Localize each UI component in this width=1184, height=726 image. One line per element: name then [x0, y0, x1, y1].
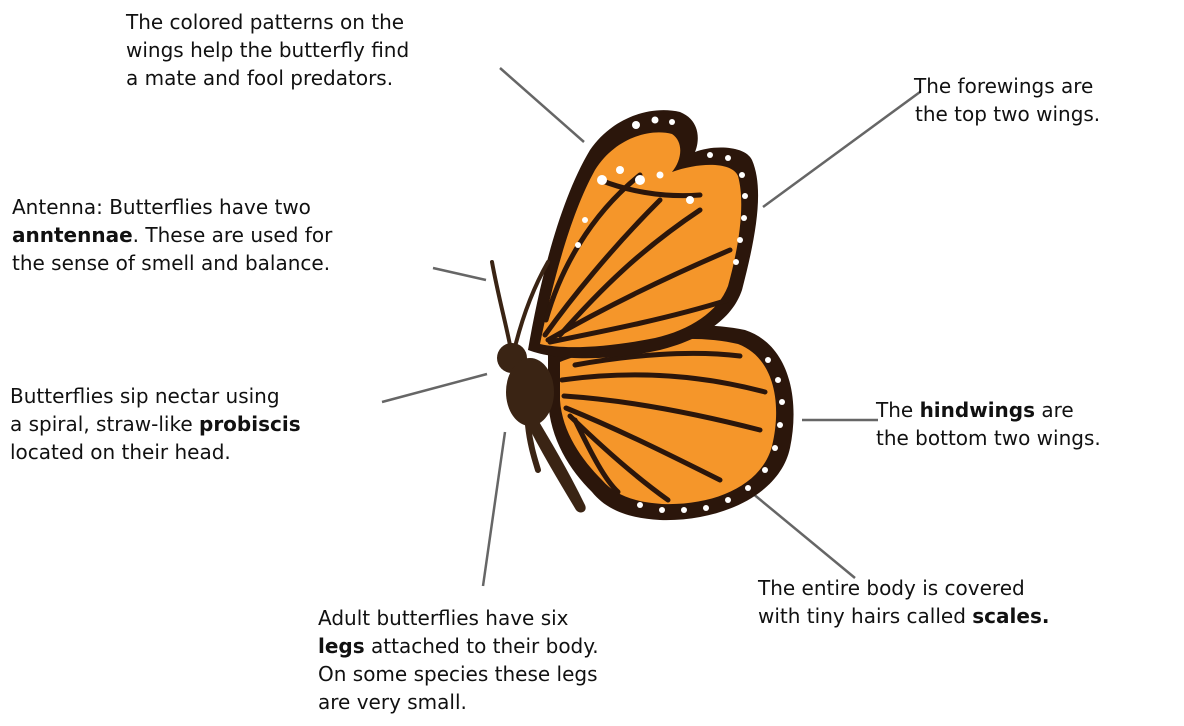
label-text: attached to their body. — [365, 634, 599, 658]
term-antennae: anntennae — [12, 223, 133, 247]
label-antenna: Antenna: Butterflies have two anntennae.… — [12, 193, 332, 277]
label-line: Adult butterflies have six — [318, 604, 599, 632]
label-hindwings: The hindwings are the bottom two wings. — [876, 396, 1101, 452]
label-line: the top two wings. — [914, 100, 1100, 128]
label-line: anntennae. These are used for — [12, 221, 332, 249]
label-line: with tiny hairs called scales. — [758, 602, 1049, 630]
leader-line-antenna — [433, 268, 486, 280]
label-text: with tiny hairs called — [758, 604, 972, 628]
leader-line-patterns — [500, 68, 584, 142]
label-line: The hindwings are — [876, 396, 1101, 424]
label-line: wings help the butterfly find — [126, 36, 409, 64]
label-legs: Adult butterflies have six legs attached… — [318, 604, 599, 716]
label-text: The — [876, 398, 920, 422]
label-line: The forewings are — [914, 72, 1100, 100]
leader-line-scales — [746, 488, 855, 578]
label-proboscis: Butterflies sip nectar using a spiral, s… — [10, 382, 301, 466]
label-text: . These are used for — [133, 223, 333, 247]
leader-line-legs — [483, 432, 505, 586]
label-line: The colored patterns on the — [126, 8, 409, 36]
antenna-left — [492, 262, 510, 345]
label-line: located on their head. — [10, 438, 301, 466]
label-forewings: The forewings are the top two wings. — [914, 72, 1100, 128]
label-text: are — [1035, 398, 1074, 422]
label-line: Antenna: Butterflies have two — [12, 193, 332, 221]
label-line: the bottom two wings. — [876, 424, 1101, 452]
label-line: On some species these legs — [318, 660, 599, 688]
term-hindwings: hindwings — [920, 398, 1035, 422]
leader-line-forewings — [763, 92, 920, 207]
term-legs: legs — [318, 634, 365, 658]
label-line: a spiral, straw-like probiscis — [10, 410, 301, 438]
term-scales: scales. — [972, 604, 1049, 628]
leader-line-proboscis — [382, 374, 487, 402]
label-line: are very small. — [318, 688, 599, 716]
label-line: The entire body is covered — [758, 574, 1049, 602]
label-wing-patterns: The colored patterns on the wings help t… — [126, 8, 409, 92]
label-line: legs attached to their body. — [318, 632, 599, 660]
term-proboscis: probiscis — [199, 412, 301, 436]
label-text: a spiral, straw-like — [10, 412, 199, 436]
butterfly-illustration — [492, 110, 794, 520]
label-line: Butterflies sip nectar using — [10, 382, 301, 410]
label-line: a mate and fool predators. — [126, 64, 409, 92]
label-scales: The entire body is covered with tiny hai… — [758, 574, 1049, 630]
label-line: the sense of smell and balance. — [12, 249, 332, 277]
